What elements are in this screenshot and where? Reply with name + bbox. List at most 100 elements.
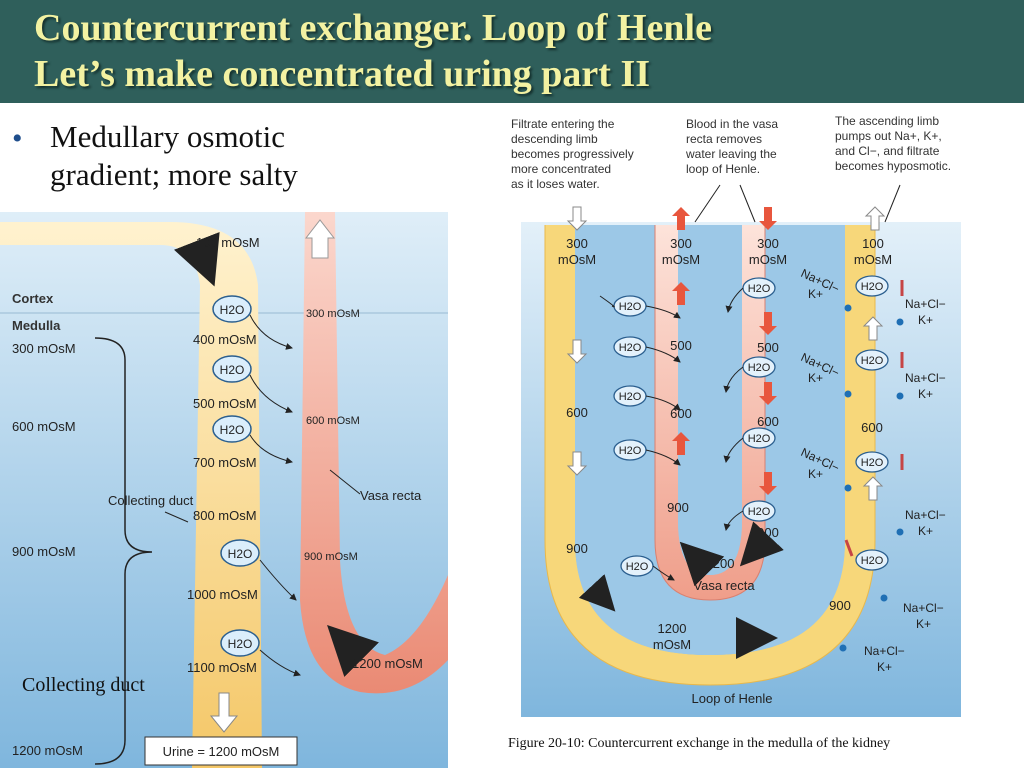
loop-of-henle-diagram: Filtrate entering the descending limb be… xyxy=(511,114,961,717)
descending-value: 300 xyxy=(566,236,588,251)
vasa-unit: mOsM xyxy=(662,252,700,267)
svg-text:H2O: H2O xyxy=(748,506,771,518)
svg-text:Na+Cl−: Na+Cl− xyxy=(905,371,946,385)
down-arrow-icon xyxy=(759,382,777,405)
down-arrow-icon xyxy=(209,692,239,733)
water-flow-arrow xyxy=(723,437,744,463)
gradient-label: 900 mOsM xyxy=(12,544,76,559)
water-molecule-badge: H2O xyxy=(613,295,647,317)
up-arrow-icon xyxy=(672,207,690,230)
slide-title-line-1: Countercurrent exchanger. Loop of Henle xyxy=(34,7,712,49)
duct-osmolarity-label: 700 mOsM xyxy=(193,455,257,470)
collecting-duct-label: Collecting duct xyxy=(108,493,194,508)
vasa-value: 600 xyxy=(757,414,779,429)
water-molecule-badge: H2O xyxy=(212,355,252,383)
ion-label: Na+Cl− K+ xyxy=(903,601,944,631)
ascending-unit: mOsM xyxy=(854,252,892,267)
vasa-value: 300 xyxy=(670,236,692,251)
svg-text:K+: K+ xyxy=(808,371,823,385)
down-arrow-icon xyxy=(759,207,777,230)
transporter-dot xyxy=(839,644,847,652)
vasa-value: 300 xyxy=(757,236,779,251)
svg-text:H2O: H2O xyxy=(626,561,649,573)
water-molecule-badge: H2O xyxy=(855,549,889,571)
svg-text:H2O: H2O xyxy=(861,457,884,469)
duct-osmolarity-label: 100 mOsM xyxy=(196,235,260,250)
svg-text:H2O: H2O xyxy=(861,281,884,293)
down-arrow-icon xyxy=(759,472,777,495)
svg-text:H2O: H2O xyxy=(228,637,253,651)
transporter-dot xyxy=(896,318,904,326)
bullet-text: Medullary osmotic gradient; more salty xyxy=(50,119,298,192)
up-arrow-icon xyxy=(304,219,336,259)
down-arrow-icon xyxy=(566,451,588,476)
vasa-value: 500 xyxy=(670,338,692,353)
svg-text:H2O: H2O xyxy=(748,433,771,445)
water-flow-arrow xyxy=(249,374,293,414)
duct-osmolarity-label: 500 mOsM xyxy=(193,396,257,411)
collecting-duct-tube xyxy=(0,222,262,768)
vessel-osmolarity-label: 600 mOsM xyxy=(306,415,360,427)
collecting-duct-caption: Collecting duct xyxy=(22,674,145,696)
svg-text:H2O: H2O xyxy=(861,555,884,567)
svg-text:H2O: H2O xyxy=(748,362,771,374)
svg-text:H2O: H2O xyxy=(861,355,884,367)
up-arrow-icon xyxy=(862,476,884,501)
flow-arrow-icon xyxy=(173,231,220,287)
ion-label: Na+Cl−K+ xyxy=(905,297,946,327)
callout-descending: Filtrate entering the descending limb be… xyxy=(511,117,637,191)
vessel-osmolarity-label: 1200 mOsM xyxy=(352,656,423,671)
svg-text:Na+Cl−: Na+Cl− xyxy=(903,601,944,615)
flow-arrow-icon xyxy=(739,521,784,567)
pump-mark xyxy=(844,539,854,557)
svg-text:H2O: H2O xyxy=(220,423,245,437)
down-arrow-icon xyxy=(566,339,588,364)
up-arrow-icon xyxy=(672,432,690,455)
svg-text:H2O: H2O xyxy=(619,301,642,313)
svg-text:H2O: H2O xyxy=(619,445,642,457)
flow-arrow-icon xyxy=(679,541,725,587)
water-molecule-badge: H2O xyxy=(855,349,889,371)
slide-title-line-2: Let’s make concentrated uring part II xyxy=(34,53,651,95)
svg-text:H2O: H2O xyxy=(220,303,245,317)
svg-text:K+: K+ xyxy=(918,387,933,401)
collecting-duct-diagram: Cortex Medulla 300 mOsM 600 mOsM 900 mOs… xyxy=(0,212,448,768)
vasa-recta-label: Vasa recta xyxy=(693,578,755,593)
svg-text:K+: K+ xyxy=(916,617,931,631)
water-flow-arrow xyxy=(645,449,681,466)
up-arrow-icon xyxy=(864,206,886,231)
leader-line xyxy=(884,184,901,223)
leader-line xyxy=(694,184,721,223)
vasa-value: 900 xyxy=(667,500,689,515)
ion-label: Na+Cl−K+ xyxy=(864,644,905,674)
descending-value: 900 xyxy=(566,541,588,556)
vasa-value: 500 xyxy=(757,340,779,355)
bracket xyxy=(94,337,153,765)
loop-of-henle-tube xyxy=(545,225,875,685)
bullet-marker: • xyxy=(12,122,23,155)
duct-osmolarity-label: 1100 mOsM xyxy=(187,660,257,675)
water-flow-arrow xyxy=(259,559,297,601)
transporter-dot xyxy=(896,392,904,400)
vasa-bottom-value: 1200 xyxy=(706,556,735,571)
svg-text:Na+Cl−: Na+Cl− xyxy=(905,297,946,311)
leader-line xyxy=(329,469,361,495)
figure-caption: Figure 20-10: Countercurrent exchange in… xyxy=(508,736,891,751)
svg-text:K+: K+ xyxy=(877,660,892,674)
cortex-label: Cortex xyxy=(12,291,54,306)
ascending-value: 600 xyxy=(861,420,883,435)
svg-text:H2O: H2O xyxy=(748,283,771,295)
water-molecule-badge: H2O xyxy=(212,415,252,443)
water-molecule-badge: H2O xyxy=(613,385,647,407)
water-molecule-badge: H2O xyxy=(742,500,776,522)
loop-bottom-unit: mOsM xyxy=(653,637,691,652)
vasa-recta-label: Vasa recta xyxy=(360,488,422,503)
water-molecule-badge: H2O xyxy=(742,277,776,299)
transporter-dot xyxy=(844,390,852,398)
leader-line xyxy=(164,511,189,523)
water-flow-arrow xyxy=(249,314,293,350)
up-arrow-icon xyxy=(672,282,690,305)
water-molecule-badge: H2O xyxy=(742,427,776,449)
svg-text:K+: K+ xyxy=(808,467,823,481)
title-bar xyxy=(0,0,1024,103)
